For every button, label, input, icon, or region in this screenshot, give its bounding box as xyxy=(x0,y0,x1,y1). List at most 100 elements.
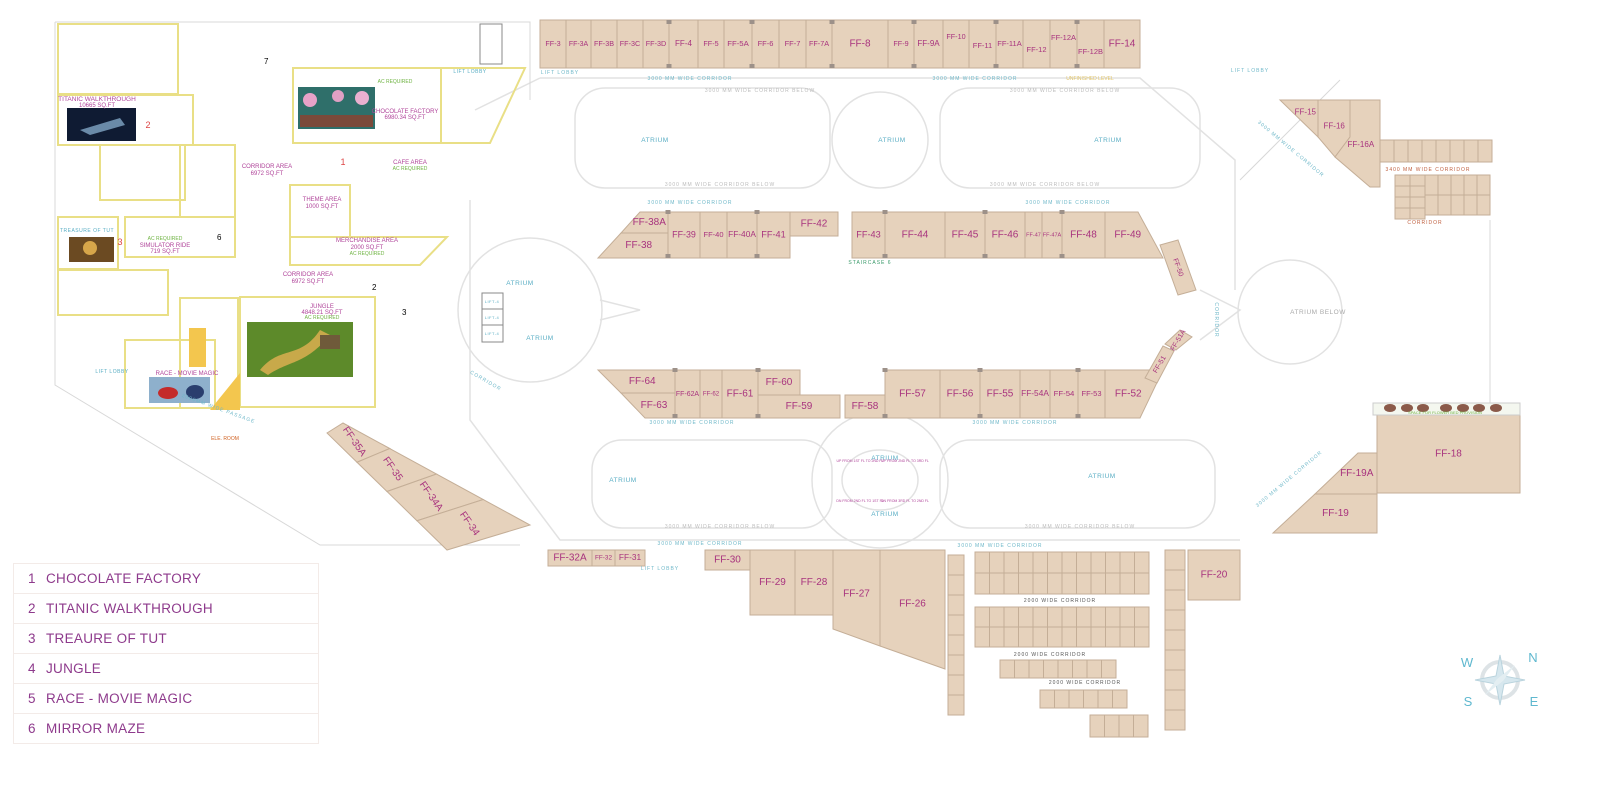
shop-unit[interactable]: FF-12 xyxy=(1022,19,1051,69)
kiosk-unit[interactable] xyxy=(1119,572,1135,595)
kiosk-unit[interactable] xyxy=(1014,659,1030,679)
shop-unit[interactable]: FF-20 xyxy=(1187,549,1241,601)
kiosk-unit[interactable] xyxy=(1076,626,1092,648)
kiosk-unit[interactable] xyxy=(1134,572,1150,595)
kiosk-unit[interactable] xyxy=(1164,709,1186,731)
kiosk-unit[interactable] xyxy=(1003,606,1019,628)
shop-unit[interactable]: FF-16A xyxy=(1334,99,1381,188)
kiosk-unit[interactable] xyxy=(1003,572,1019,595)
kiosk-unit[interactable] xyxy=(1134,606,1150,628)
kiosk-unit[interactable] xyxy=(1164,649,1186,671)
kiosk-unit[interactable] xyxy=(989,626,1005,648)
kiosk-unit[interactable] xyxy=(1003,626,1019,648)
kiosk-unit[interactable] xyxy=(1134,551,1150,574)
kiosk-unit[interactable] xyxy=(989,606,1005,628)
shop-unit[interactable]: FF-45 xyxy=(944,211,986,259)
kiosk-unit[interactable] xyxy=(1003,551,1019,574)
kiosk-unit[interactable] xyxy=(1394,207,1411,220)
kiosk-unit[interactable] xyxy=(947,674,965,696)
shop-unit[interactable]: FF-11 xyxy=(968,19,997,69)
shop-unit[interactable]: FF-41 xyxy=(756,211,791,259)
shop-unit[interactable]: FF-58 xyxy=(844,394,886,419)
shop-unit[interactable]: FF-3D xyxy=(642,19,670,69)
kiosk-unit[interactable] xyxy=(1090,572,1106,595)
shop-unit[interactable]: FF-39 xyxy=(667,211,701,259)
shop-unit[interactable]: FF-15 xyxy=(1278,99,1319,139)
kiosk-unit[interactable] xyxy=(974,572,990,595)
kiosk-unit[interactable] xyxy=(1032,551,1048,574)
kiosk-unit[interactable] xyxy=(1394,185,1411,198)
shop-unit[interactable]: FF-47 xyxy=(1024,211,1043,259)
shop-unit[interactable]: FF-47A xyxy=(1041,211,1063,259)
kiosk-unit[interactable] xyxy=(1394,196,1411,209)
kiosk-unit[interactable] xyxy=(1119,551,1135,574)
shop-unit[interactable]: FF-44 xyxy=(884,211,946,259)
shop-unit[interactable]: FF-51A xyxy=(1164,328,1193,352)
shop-unit[interactable]: FF-48 xyxy=(1061,211,1106,259)
kiosk-unit[interactable] xyxy=(1072,659,1088,679)
shop-unit[interactable]: FF-50 xyxy=(1159,239,1197,296)
shop-unit[interactable]: FF-54A xyxy=(1019,369,1051,419)
kiosk-unit[interactable] xyxy=(1018,572,1034,595)
kiosk-unit[interactable] xyxy=(1476,174,1491,196)
shop-unit[interactable]: FF-54 xyxy=(1049,369,1079,419)
kiosk-unit[interactable] xyxy=(1164,669,1186,691)
kiosk-unit[interactable] xyxy=(1476,194,1491,216)
kiosk-unit[interactable] xyxy=(1435,139,1451,163)
kiosk-unit[interactable] xyxy=(1463,139,1479,163)
kiosk-unit[interactable] xyxy=(1090,626,1106,648)
kiosk-unit[interactable] xyxy=(1076,606,1092,628)
shop-unit[interactable]: FF-34A xyxy=(386,473,485,522)
kiosk-unit[interactable] xyxy=(989,572,1005,595)
kiosk-unit[interactable] xyxy=(1409,185,1426,198)
shop-unit[interactable]: FF-40A xyxy=(726,211,758,259)
kiosk-unit[interactable] xyxy=(947,634,965,656)
kiosk-unit[interactable] xyxy=(1061,626,1077,648)
kiosk-unit[interactable] xyxy=(1043,659,1059,679)
kiosk-unit[interactable] xyxy=(947,694,965,716)
kiosk-unit[interactable] xyxy=(1421,139,1437,163)
kiosk-unit[interactable] xyxy=(1104,714,1120,738)
shop-unit[interactable]: FF-3B xyxy=(590,19,618,69)
shop-unit[interactable]: FF-19 xyxy=(1271,493,1378,534)
kiosk-unit[interactable] xyxy=(1097,689,1113,709)
shop-unit[interactable]: FF-3A xyxy=(565,19,592,69)
kiosk-unit[interactable] xyxy=(1054,689,1070,709)
kiosk-unit[interactable] xyxy=(1394,174,1411,187)
shop-unit[interactable]: FF-62 xyxy=(699,369,723,419)
shop-unit[interactable]: FF-12A xyxy=(1049,19,1078,69)
shop-unit[interactable]: FF-4 xyxy=(668,19,699,69)
shop-unit[interactable]: FF-7 xyxy=(778,19,807,69)
shop-unit[interactable]: FF-32A xyxy=(547,549,593,567)
shop-unit[interactable]: FF-3C xyxy=(616,19,644,69)
kiosk-unit[interactable] xyxy=(1090,606,1106,628)
kiosk-unit[interactable] xyxy=(1437,174,1452,196)
kiosk-unit[interactable] xyxy=(1164,629,1186,651)
shop-unit[interactable]: FF-49 xyxy=(1104,211,1164,259)
shop-unit[interactable]: FF-11A xyxy=(995,19,1024,69)
kiosk-unit[interactable] xyxy=(1039,689,1055,709)
shop-unit[interactable]: FF-64 xyxy=(596,369,676,394)
kiosk-unit[interactable] xyxy=(1164,689,1186,711)
shop-unit[interactable]: FF-27 xyxy=(832,549,881,647)
kiosk-unit[interactable] xyxy=(1018,626,1034,648)
shop-unit[interactable]: FF-46 xyxy=(984,211,1026,259)
kiosk-unit[interactable] xyxy=(1164,609,1186,631)
shop-unit[interactable]: FF-18 xyxy=(1376,414,1521,494)
shop-unit[interactable]: FF-26 xyxy=(879,549,946,670)
kiosk-unit[interactable] xyxy=(1076,551,1092,574)
kiosk-unit[interactable] xyxy=(999,659,1015,679)
kiosk-unit[interactable] xyxy=(1164,549,1186,571)
kiosk-unit[interactable] xyxy=(1028,659,1044,679)
kiosk-unit[interactable] xyxy=(1463,174,1478,196)
kiosk-unit[interactable] xyxy=(1463,194,1478,216)
shop-unit[interactable]: FF-57 xyxy=(884,369,941,419)
kiosk-unit[interactable] xyxy=(947,594,965,616)
shop-unit[interactable]: FF-34 xyxy=(416,498,532,551)
kiosk-unit[interactable] xyxy=(1409,174,1426,187)
kiosk-unit[interactable] xyxy=(1032,572,1048,595)
shop-unit[interactable]: FF-29 xyxy=(749,549,796,616)
shop-unit[interactable]: FF-43 xyxy=(851,211,886,259)
shop-unit[interactable]: FF-7A xyxy=(805,19,833,69)
kiosk-unit[interactable] xyxy=(1112,689,1128,709)
